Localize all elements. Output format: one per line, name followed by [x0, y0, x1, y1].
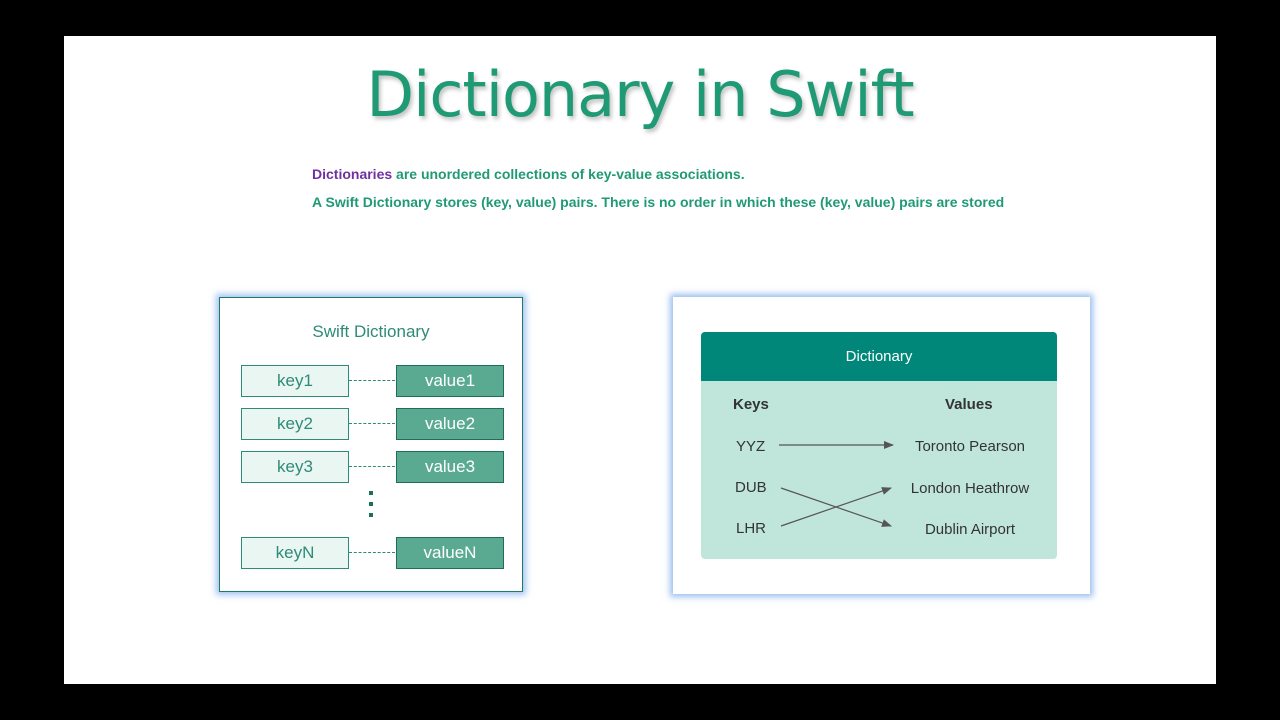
- swift-dictionary-title: Swift Dictionary: [312, 322, 430, 341]
- key-yyz: YYZ: [736, 438, 766, 455]
- dashed-connector: [349, 423, 395, 424]
- value-dublin-airport: Dublin Airport: [924, 521, 1016, 538]
- dashed-connector: [349, 380, 395, 381]
- description-line-1: Dictionaries are unordered collections o…: [312, 166, 745, 182]
- dashed-connector: [349, 552, 395, 553]
- key-lhr: LHR: [736, 520, 767, 537]
- key-box: key1: [241, 365, 349, 397]
- dictionary-card-header: Dictionary: [701, 332, 1057, 381]
- key-value-row: keyN valueN: [241, 537, 504, 569]
- value-london-heathrow: London Heathrow: [910, 480, 1030, 497]
- slide-title: Dictionary in Swift: [366, 58, 914, 131]
- value-box: value1: [396, 365, 504, 397]
- mapping-arrows: [779, 441, 894, 527]
- dictionary-card: Dictionary Keys Values YYZ DUB LHR Toron…: [701, 332, 1057, 559]
- airport-dictionary-diagram: Dictionary Keys Values YYZ DUB LHR Toron…: [673, 297, 1090, 594]
- slide: Dictionary in Swift Dictionaries are uno…: [64, 36, 1216, 684]
- value-box: value2: [396, 408, 504, 440]
- dictionaries-term: Dictionaries: [312, 166, 393, 182]
- dashed-connector: [349, 466, 395, 467]
- key-dub: DUB: [735, 479, 767, 496]
- key-box: key3: [241, 451, 349, 483]
- key-value-row: key1 value1: [241, 365, 504, 397]
- arrow-lhr-to-london: [780, 487, 892, 527]
- key-box: key2: [241, 408, 349, 440]
- value-box: valueN: [396, 537, 504, 569]
- description-line-1-rest: are unordered collections of key-value a…: [392, 166, 745, 182]
- keys-column-header: Keys: [733, 396, 769, 413]
- value-toronto-pearson: Toronto Pearson: [914, 438, 1026, 455]
- description-line-2: A Swift Dictionary stores (key, value) p…: [312, 194, 1005, 210]
- key-value-row: key3 value3: [241, 451, 504, 483]
- values-column-header: Values: [945, 396, 993, 413]
- key-box: keyN: [241, 537, 349, 569]
- value-box: value3: [396, 451, 504, 483]
- swift-dictionary-diagram: Swift Dictionary key1 value1 key2 value2…: [219, 297, 523, 592]
- vertical-ellipsis-icon: [366, 491, 376, 527]
- key-value-row: key2 value2: [241, 408, 504, 440]
